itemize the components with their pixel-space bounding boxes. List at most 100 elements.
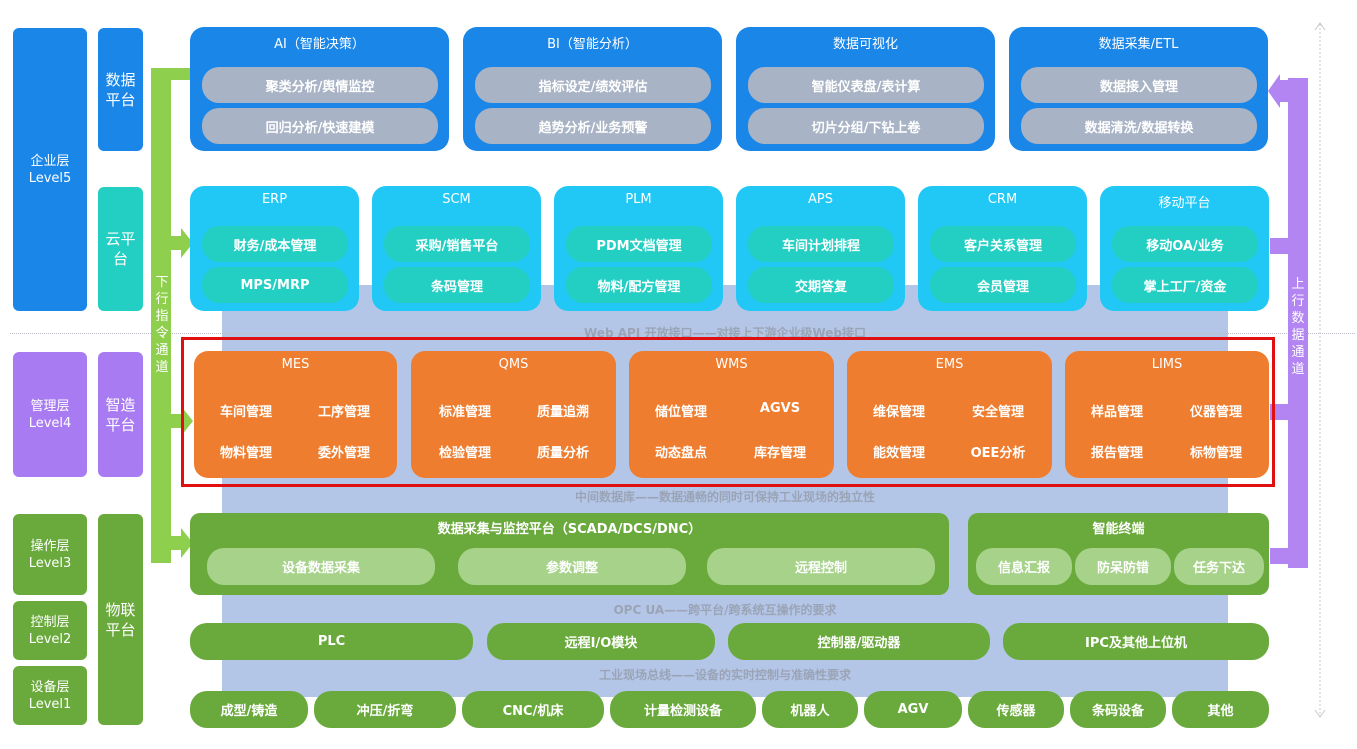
panel-title: MES (281, 357, 310, 372)
level-name: 管理层 (30, 398, 70, 414)
module-item[interactable]: 维保管理 (872, 405, 925, 420)
module-item[interactable]: 检验管理 (438, 446, 491, 461)
feature-pill[interactable]: 指标设定/绩效评估 (475, 67, 711, 103)
module-item[interactable]: 质量分析 (536, 446, 589, 461)
feature-pill[interactable]: 智能仪表盘/表计算 (748, 67, 984, 103)
feature-pill[interactable]: 交期答复 (748, 267, 894, 303)
module-item[interactable]: 安全管理 (971, 405, 1024, 420)
module-item[interactable]: 车间管理 (219, 405, 272, 420)
panel-title: QMS (498, 357, 529, 372)
panel-title: AI（智能决策） (274, 37, 365, 52)
panel-erp: ERP 财务/成本管理 MPS/MRP (190, 186, 359, 311)
module-item[interactable]: 储位管理 (654, 405, 707, 420)
feature-pill[interactable]: 聚类分析/舆情监控 (202, 67, 438, 103)
feature-pill[interactable]: 信息汇报 (976, 548, 1072, 585)
separator-line (10, 333, 1355, 334)
panel-ems: EMS 维保管理 安全管理 能效管理 OEE分析 (847, 351, 1052, 478)
band-middle-database: 中间数据库——数据通畅的同时可保持工业现场的独立性 (574, 490, 875, 504)
feature-pill[interactable]: 条码管理 (384, 267, 530, 303)
platform-label: 物联平台 (105, 600, 136, 639)
panel-qms: QMS 标准管理 质量追溯 检验管理 质量分析 (411, 351, 616, 478)
platform-data: 数据平台 (98, 28, 143, 151)
panel-title: APS (808, 192, 833, 207)
module-item[interactable]: 样品管理 (1090, 405, 1143, 420)
module-item[interactable]: OEE分析 (970, 446, 1026, 461)
feature-pill[interactable]: 切片分组/下钻上卷 (748, 108, 984, 144)
platform-label: 数据平台 (105, 70, 136, 109)
feature-pill[interactable]: 采购/销售平台 (384, 226, 530, 262)
panel-bi: BI（智能分析） 指标设定/绩效评估 趋势分析/业务预警 (463, 27, 722, 151)
module-item[interactable]: AGVS (759, 401, 801, 416)
panel-title: 数据采集与监控平台（SCADA/DCS/DNC） (437, 522, 702, 537)
vertical-scale-arrow (1314, 22, 1326, 718)
feature-pill[interactable]: 移动OA/业务 (1112, 226, 1258, 262)
feature-pill[interactable]: 数据清洗/数据转换 (1021, 108, 1257, 144)
feature-pill[interactable]: 参数调整 (458, 548, 686, 585)
device-item[interactable]: 计量检测设备 (610, 691, 756, 728)
feature-pill[interactable]: MPS/MRP (202, 267, 348, 303)
level-management: 管理层 Level4 (13, 352, 87, 477)
platform-cloud: 云平台 (98, 187, 143, 311)
level-code: Level5 (28, 170, 72, 186)
feature-pill[interactable]: 回归分析/快速建模 (202, 108, 438, 144)
band-opcua: OPC UA——跨平台/跨系统互操作的要求 (613, 603, 837, 617)
module-item[interactable]: 标物管理 (1189, 446, 1242, 461)
module-item[interactable]: 库存管理 (753, 446, 806, 461)
panel-smart-terminal: 智能终端 信息汇报 防呆防错 任务下达 (968, 513, 1269, 595)
feature-pill[interactable]: 设备数据采集 (207, 548, 435, 585)
feature-pill[interactable]: 客户关系管理 (930, 226, 1076, 262)
device-item[interactable]: 机器人 (762, 691, 858, 728)
device-item[interactable]: 冲压/折弯 (314, 691, 456, 728)
control-item[interactable]: IPC及其他上位机 (1003, 623, 1269, 660)
module-item[interactable]: 报告管理 (1090, 446, 1143, 461)
panel-title: WMS (715, 357, 748, 372)
module-item[interactable]: 质量追溯 (536, 405, 589, 420)
module-item[interactable]: 动态盘点 (654, 446, 707, 461)
module-item[interactable]: 委外管理 (317, 446, 370, 461)
panel-visualization: 数据可视化 智能仪表盘/表计算 切片分组/下钻上卷 (736, 27, 995, 151)
panel-scada: 数据采集与监控平台（SCADA/DCS/DNC） 设备数据采集 参数调整 远程控… (190, 513, 949, 595)
panel-mes: MES 车间管理 工序管理 物料管理 委外管理 (194, 351, 397, 478)
control-item[interactable]: 远程I/O模块 (487, 623, 715, 660)
band-fieldbus: 工业现场总线——设备的实时控制与准确性要求 (598, 668, 851, 682)
panel-title: 数据可视化 (832, 37, 898, 52)
up-data-arrows (1268, 74, 1308, 568)
feature-pill[interactable]: 趋势分析/业务预警 (475, 108, 711, 144)
panel-crm: CRM 客户关系管理 会员管理 (918, 186, 1087, 311)
control-item[interactable]: 控制器/驱动器 (728, 623, 990, 660)
device-item[interactable]: 成型/铸造 (190, 691, 308, 728)
panel-mobile: 移动平台 移动OA/业务 掌上工厂/资金 (1100, 186, 1269, 311)
level-name: 企业层 (30, 153, 70, 169)
panel-title: BI（智能分析） (547, 37, 638, 52)
module-item[interactable]: 工序管理 (317, 405, 370, 420)
platform-iot: 物联平台 (98, 514, 143, 725)
level-code: Level3 (28, 555, 72, 571)
platform-smart-manufacturing: 智造平台 (98, 352, 143, 477)
down-command-arrows (151, 68, 193, 563)
device-item[interactable]: 其他 (1172, 691, 1269, 728)
feature-pill[interactable]: PDM文档管理 (566, 226, 712, 262)
level-name: 控制层 (30, 614, 70, 630)
device-item[interactable]: 传感器 (968, 691, 1064, 728)
feature-pill[interactable]: 数据接入管理 (1021, 67, 1257, 103)
feature-pill[interactable]: 任务下达 (1174, 548, 1264, 585)
device-item[interactable]: CNC/机床 (462, 691, 604, 728)
feature-pill[interactable]: 远程控制 (707, 548, 935, 585)
device-item[interactable]: 条码设备 (1070, 691, 1166, 728)
feature-pill[interactable]: 防呆防错 (1075, 548, 1171, 585)
module-item[interactable]: 标准管理 (438, 405, 491, 420)
device-item[interactable]: AGV (864, 691, 962, 728)
panel-etl: 数据采集/ETL 数据接入管理 数据清洗/数据转换 (1009, 27, 1268, 151)
feature-pill[interactable]: 会员管理 (930, 267, 1076, 303)
module-item[interactable]: 仪器管理 (1189, 405, 1242, 420)
level-name: 设备层 (30, 679, 70, 695)
panel-title: 数据采集/ETL (1098, 37, 1179, 52)
feature-pill[interactable]: 物料/配方管理 (566, 267, 712, 303)
module-item[interactable]: 能效管理 (872, 446, 925, 461)
control-item[interactable]: PLC (190, 623, 473, 660)
feature-pill[interactable]: 掌上工厂/资金 (1112, 267, 1258, 303)
feature-pill[interactable]: 车间计划排程 (748, 226, 894, 262)
feature-pill[interactable]: 财务/成本管理 (202, 226, 348, 262)
panel-ai: AI（智能决策） 聚类分析/舆情监控 回归分析/快速建模 (190, 27, 449, 151)
module-item[interactable]: 物料管理 (219, 446, 272, 461)
